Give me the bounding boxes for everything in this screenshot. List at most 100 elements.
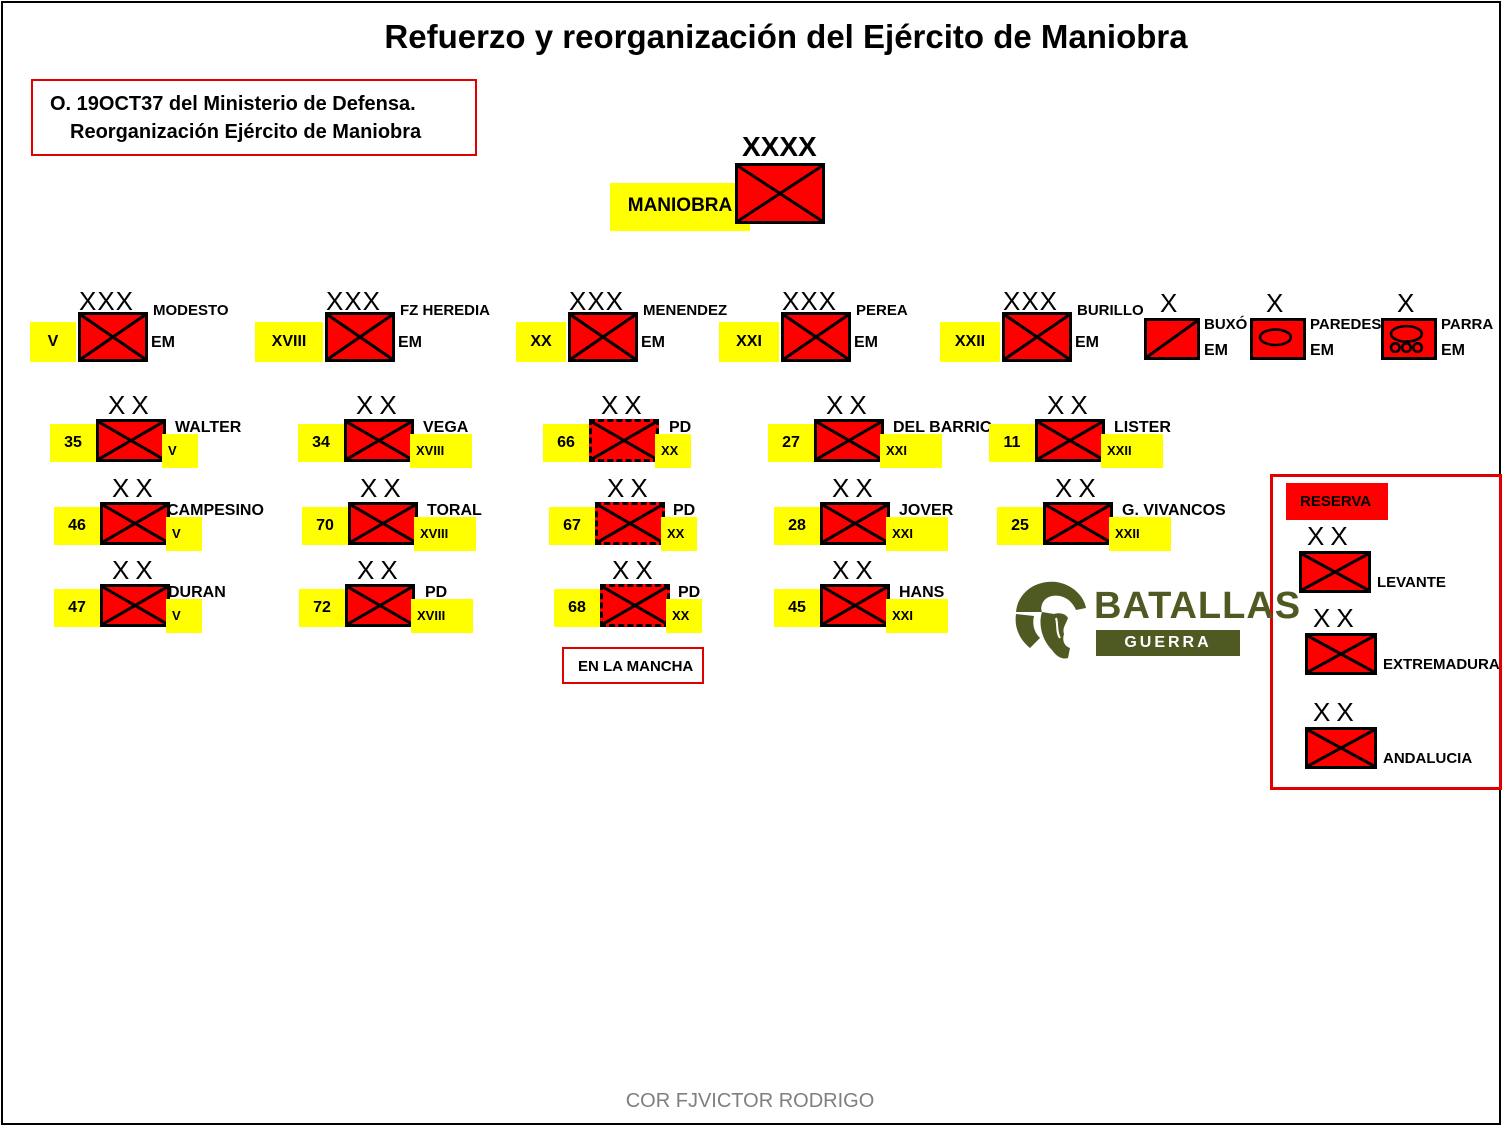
division-corps-label: XXII (1109, 517, 1171, 551)
corps-em-label: EM (398, 334, 422, 351)
logo-subtitle: GUERRA CIVIL (1096, 630, 1240, 677)
division-commander: LISTER (1114, 419, 1171, 436)
division-corps-label: XXII (1101, 434, 1163, 468)
division-echelon: XX (601, 390, 648, 420)
corps-symbol (325, 312, 395, 362)
reserve-unit-label: LEVANTE (1377, 574, 1446, 591)
reserve-unit-label: EXTREMADURA (1383, 656, 1500, 673)
reserve-unit-symbol (1299, 551, 1371, 593)
division-number: 11 (989, 424, 1035, 462)
division-symbol (100, 584, 170, 627)
division-commander: G. VIVANCOS (1122, 502, 1226, 519)
order-line-2: Reorganización Ejército de Maniobra (70, 121, 422, 143)
corps-number: XXII (940, 322, 1000, 362)
brigade-commander: BUXÓ (1204, 316, 1248, 333)
division-echelon: XX (357, 555, 404, 585)
division-number: 35 (50, 424, 96, 462)
logo-title: BATALLAS (1094, 585, 1302, 627)
corps-symbol (568, 312, 638, 362)
division-symbol (96, 419, 166, 462)
division-commander: TORAL (427, 502, 482, 519)
division-commander: HANS (899, 584, 945, 601)
soldier-head-icon (1015, 581, 1086, 659)
corps-symbol (781, 312, 851, 362)
corps-echelon: XXX (1003, 286, 1059, 316)
brigade-symbol (1144, 318, 1200, 360)
division-echelon: XX (356, 390, 403, 420)
division-number: 25 (997, 507, 1043, 545)
division-symbol (595, 502, 665, 545)
reserve-unit-label: ANDALUCIA (1383, 750, 1473, 767)
corps-symbol (78, 312, 148, 362)
division-echelon: XX (1047, 390, 1094, 420)
page-title: Refuerzo y reorganización del Ejército d… (384, 18, 1188, 55)
brigade-echelon: X (1160, 288, 1179, 318)
division-symbol (814, 419, 884, 462)
corps-number: XVIII (255, 322, 323, 362)
corps-commander: MENENDEZ (643, 302, 728, 319)
division-corps-label: XVIII (414, 517, 476, 551)
reserve-echelon: XX (1307, 521, 1354, 551)
division-corps-label: XVIII (411, 599, 473, 633)
reserve-box (1270, 474, 1502, 790)
division-number: 68 (554, 589, 600, 627)
corps-commander: PEREA (856, 302, 908, 319)
corps-echelon: XXX (326, 286, 382, 316)
note-box: EN LA MANCHA (562, 647, 704, 684)
division-echelon: XX (607, 473, 654, 503)
division-corps-label: V (166, 517, 202, 551)
brigade-em-label: EM (1310, 342, 1334, 359)
author-credit: COR FJVICTOR RODRIGO (625, 1090, 875, 1112)
division-corps-label: XVIII (410, 434, 472, 468)
corps-number: XXI (719, 322, 779, 362)
corps-commander: BURILLO (1077, 302, 1144, 319)
division-commander: VEGA (423, 419, 469, 436)
division-echelon: XX (108, 390, 155, 420)
division-number: 45 (774, 589, 820, 627)
reserve-echelon: XX (1313, 697, 1360, 727)
corps-symbol (1002, 312, 1072, 362)
division-number: 28 (774, 507, 820, 545)
reserve-unit-symbol (1305, 727, 1377, 769)
division-corps-label: V (162, 434, 198, 468)
division-commander: WALTER (175, 419, 242, 436)
division-symbol (348, 502, 418, 545)
division-echelon: XX (360, 473, 407, 503)
division-number: 72 (299, 589, 345, 627)
corps-number: V (30, 322, 76, 362)
note-label: EN LA MANCHA (578, 658, 694, 675)
army-label: MANIOBRA (610, 183, 750, 231)
division-echelon: XX (826, 390, 873, 420)
division-echelon: XX (832, 473, 879, 503)
division-symbol (820, 584, 890, 627)
corps-em-label: EM (641, 334, 665, 351)
mechanized-icon (1389, 324, 1424, 354)
division-commander: JOVER (899, 502, 954, 519)
division-echelon: XX (112, 555, 159, 585)
brigade-commander: PARRA (1441, 316, 1494, 333)
corps-number: XX (516, 322, 566, 362)
division-commander: DEL BARRIO (893, 419, 993, 436)
division-commander: PD (673, 502, 696, 519)
division-corps-label: XXI (886, 517, 948, 551)
brigade-symbol (1381, 318, 1437, 360)
division-symbol (1035, 419, 1105, 462)
brigade-em-label: EM (1441, 342, 1465, 359)
army-symbol (735, 163, 825, 224)
division-echelon: XX (112, 473, 159, 503)
reserve-header: RESERVA (1286, 483, 1388, 520)
division-symbol (345, 584, 415, 627)
division-echelon: XX (1055, 473, 1102, 503)
brigade-echelon: X (1266, 288, 1285, 318)
division-corps-label: XX (661, 517, 697, 551)
reserve-unit-symbol (1305, 633, 1377, 675)
corps-echelon: XXX (569, 286, 625, 316)
division-corps-label: XX (666, 599, 702, 633)
division-commander: DURAN (168, 584, 226, 601)
division-commander: PD (678, 584, 701, 601)
corps-commander: FZ HEREDIA (400, 302, 490, 319)
division-symbol (600, 584, 670, 627)
division-commander: PD (669, 419, 692, 436)
division-symbol (344, 419, 414, 462)
reserve-echelon: XX (1313, 603, 1360, 633)
